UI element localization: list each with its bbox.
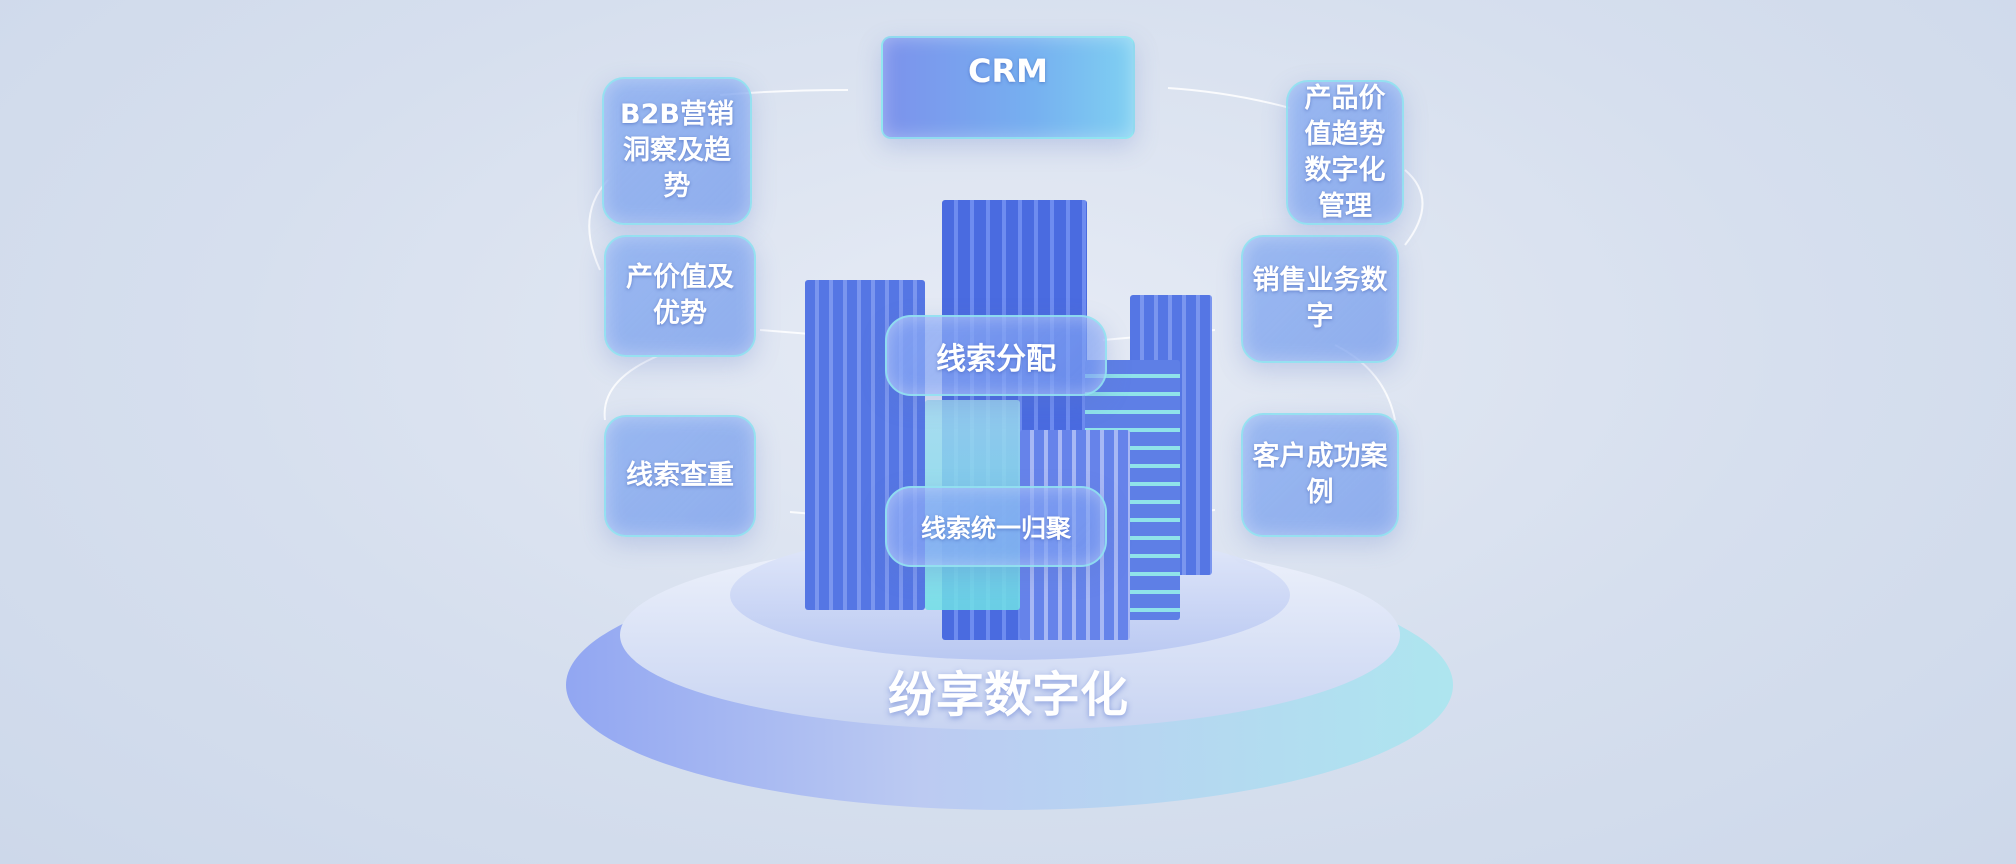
right-card-label: 产品价值趋势数字化管理 <box>1304 82 1386 222</box>
crm-card[interactable]: CRM <box>881 36 1135 139</box>
left-card-label: 线索查重 <box>626 460 734 491</box>
left-card-label: B2B营销洞察及趋势 <box>620 99 734 202</box>
center-card-label: 线索分配 <box>936 341 1056 377</box>
right-card-customer-success[interactable]: 客户成功案例 <box>1241 413 1399 537</box>
crm-label: CRM <box>968 52 1048 90</box>
right-card-label: 客户成功案例 <box>1252 441 1388 508</box>
center-card-label: 线索统一归聚 <box>920 513 1071 543</box>
center-card-lead-aggregation[interactable]: 线索统一归聚 <box>885 486 1107 567</box>
right-card-product-trend[interactable]: 产品价值趋势数字化管理 <box>1286 80 1404 225</box>
left-card-b2b-insights[interactable]: B2B营销洞察及趋势 <box>602 77 752 225</box>
right-card-label: 销售业务数字 <box>1252 265 1388 332</box>
connector-right-1 <box>1404 169 1424 246</box>
left-card-lead-dedup[interactable]: 线索查重 <box>604 415 756 537</box>
connector-left-2 <box>603 354 661 421</box>
left-card-product-value[interactable]: 产价值及优势 <box>604 235 756 357</box>
connector-product-crm <box>1167 87 1291 109</box>
connector-left-1 <box>588 179 609 271</box>
right-card-sales-digital[interactable]: 销售业务数字 <box>1241 235 1399 363</box>
left-card-label: 产价值及优势 <box>626 262 734 329</box>
platform-title: 纷享数字化 <box>887 667 1128 723</box>
center-card-lead-assignment[interactable]: 线索分配 <box>885 315 1107 396</box>
